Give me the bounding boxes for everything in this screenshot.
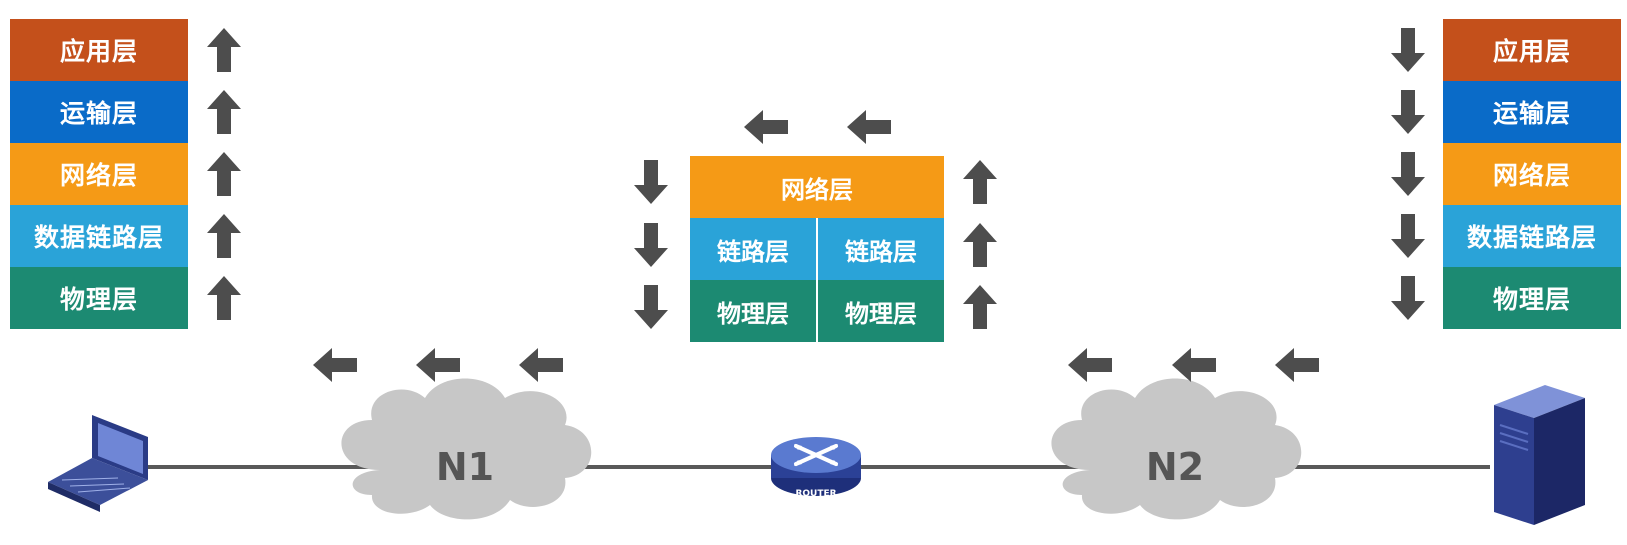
- left-transport-layer: 运输层: [10, 81, 188, 143]
- arrow-down-icon: [1391, 90, 1425, 134]
- arrow-up-icon: [963, 285, 997, 329]
- arrow-left-icon: [744, 110, 788, 144]
- router-stack: 网络层 链路层 链路层 物理层 物理层: [690, 156, 944, 342]
- router-physical-layer-right: 物理层: [816, 280, 944, 342]
- right-transport-layer: 运输层: [1443, 81, 1621, 143]
- arrow-down-icon: [634, 285, 668, 329]
- left-host-stack: 应用层 运输层 网络层 数据链路层 物理层: [10, 19, 188, 329]
- network-n2-label: N2: [1145, 445, 1205, 489]
- right-network-layer: 网络层: [1443, 143, 1621, 205]
- arrow-up-icon: [207, 276, 241, 320]
- right-host-stack: 应用层 运输层 网络层 数据链路层 物理层: [1443, 19, 1621, 329]
- arrow-left-icon: [847, 110, 891, 144]
- arrow-left-icon: [1068, 348, 1112, 382]
- arrow-left-icon: [519, 348, 563, 382]
- arrow-left-icon: [313, 348, 357, 382]
- arrow-left-icon: [1275, 348, 1319, 382]
- network-n1-label: N1: [435, 445, 495, 489]
- server-icon: [1494, 385, 1585, 525]
- arrow-down-icon: [1391, 276, 1425, 320]
- router-icon: [771, 437, 861, 496]
- router-physical-layer-left: 物理层: [690, 280, 816, 342]
- left-application-layer: 应用层: [10, 19, 188, 81]
- router-network-layer: 网络层: [690, 156, 944, 218]
- arrow-up-icon: [207, 90, 241, 134]
- left-physical-layer: 物理层: [10, 267, 188, 329]
- right-physical-layer: 物理层: [1443, 267, 1621, 329]
- arrow-left-icon: [1172, 348, 1216, 382]
- right-application-layer: 应用层: [1443, 19, 1621, 81]
- arrow-up-icon: [963, 223, 997, 267]
- router-label: ROUTER: [795, 489, 837, 499]
- arrow-up-icon: [207, 152, 241, 196]
- router-link-layer-right: 链路层: [816, 218, 944, 280]
- laptop-icon: [48, 415, 148, 512]
- left-network-layer: 网络层: [10, 143, 188, 205]
- arrow-down-icon: [1391, 214, 1425, 258]
- arrow-up-icon: [207, 214, 241, 258]
- arrow-down-icon: [1391, 152, 1425, 196]
- left-datalink-layer: 数据链路层: [10, 205, 188, 267]
- arrow-up-icon: [963, 160, 997, 204]
- cloud-icon: [341, 378, 592, 520]
- arrow-down-icon: [1391, 28, 1425, 72]
- router-link-layer-left: 链路层: [690, 218, 816, 280]
- arrow-left-icon: [416, 348, 460, 382]
- right-datalink-layer: 数据链路层: [1443, 205, 1621, 267]
- cloud-icon: [1051, 378, 1302, 520]
- arrow-down-icon: [634, 223, 668, 267]
- arrow-up-icon: [207, 28, 241, 72]
- arrow-down-icon: [634, 160, 668, 204]
